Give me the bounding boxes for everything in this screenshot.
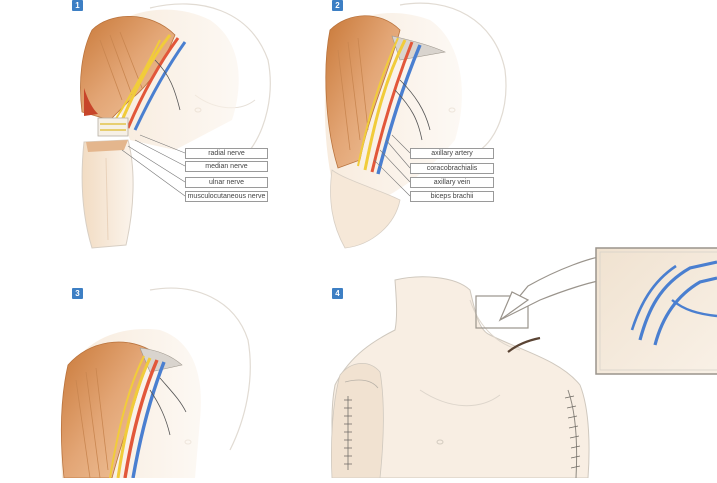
panel-3-drawing	[61, 287, 251, 479]
label-ulnar-nerve: ulnar nerve	[185, 177, 268, 188]
panel-1-drawing	[80, 3, 271, 249]
label-axillary-artery: axillary artery	[410, 148, 494, 159]
label-radial-nerve: radial nerve	[185, 148, 268, 159]
label-musculocutaneous-nerve: musculocutaneous nerve	[185, 191, 268, 202]
label-coracobrachialis: coracobrachialis	[410, 163, 494, 174]
label-biceps-brachii: biceps brachii	[410, 191, 494, 202]
step-3-badge: 3	[72, 288, 83, 299]
panel-2-drawing	[324, 2, 507, 249]
label-median-nerve: median nerve	[185, 161, 268, 172]
label-axillary-vein: axillary vein	[410, 177, 494, 188]
panel-4-drawing	[330, 247, 717, 479]
step-2-badge: 2	[332, 0, 343, 11]
step-4-badge: 4	[332, 288, 343, 299]
step-1-badge: 1	[72, 0, 83, 11]
